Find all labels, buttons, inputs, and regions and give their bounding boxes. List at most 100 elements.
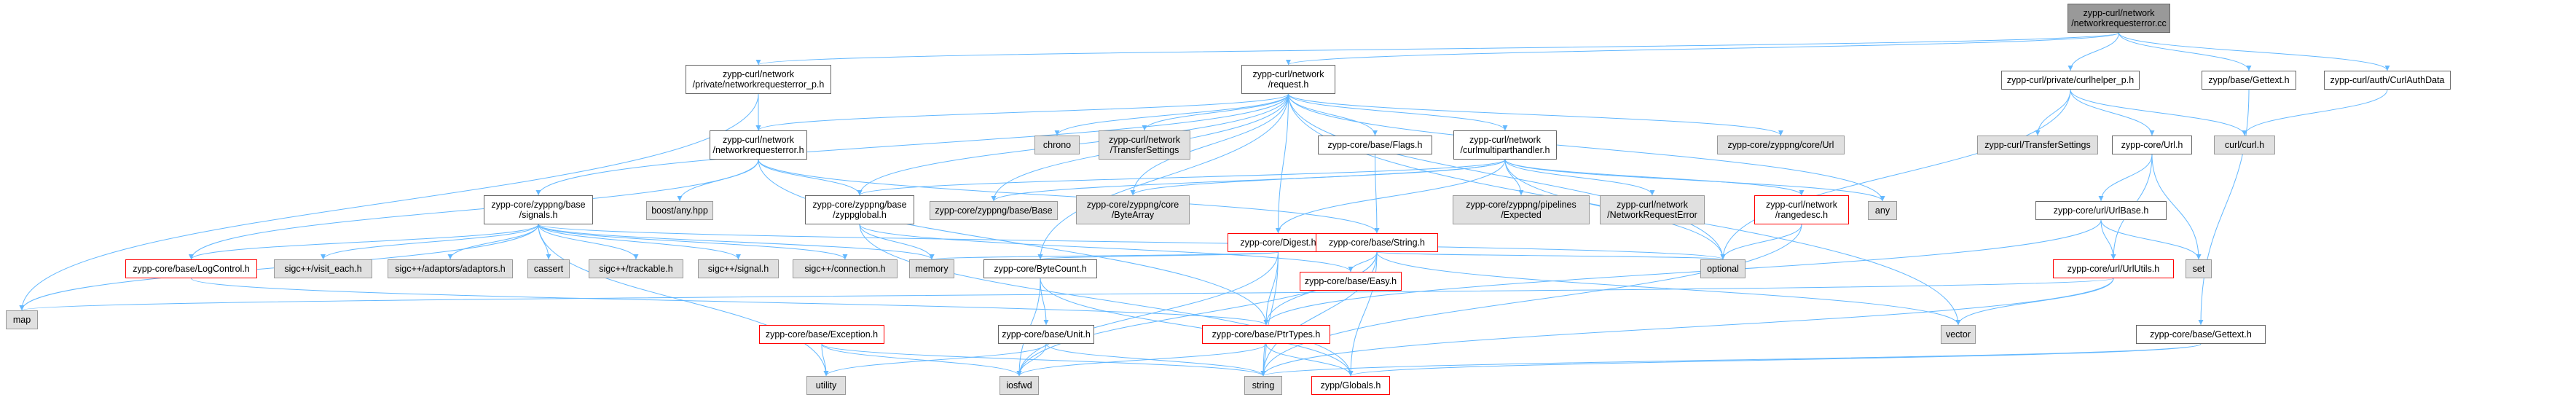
node-rangedesc-h[interactable]: zypp-curl/network /rangedesc.h — [1754, 195, 1849, 224]
node-globals-h[interactable]: zypp/Globals.h — [1311, 376, 1390, 395]
node-transfersettings[interactable]: zypp-curl/TransferSettings — [1977, 136, 2098, 154]
include-edge — [2118, 32, 2252, 71]
include-edge — [1130, 159, 1506, 196]
include-edge — [758, 159, 863, 196]
include-edge — [1130, 93, 1289, 196]
node-gettext-top[interactable]: zypp/base/Gettext.h — [2202, 71, 2296, 90]
include-edge — [321, 224, 539, 260]
node-url-h[interactable]: zypp-core/Url.h — [2112, 136, 2192, 154]
node-gettext-bottom[interactable]: zypp-core/base/Gettext.h — [2136, 325, 2266, 344]
include-edge — [1504, 159, 1655, 196]
node-vector[interactable]: vector — [1941, 325, 1976, 344]
node-map[interactable]: map — [6, 310, 38, 329]
include-edge — [538, 224, 848, 260]
node-bytearray[interactable]: zypp-core/zyppng/core /ByteArray — [1076, 195, 1190, 224]
node-flags-h[interactable]: zypp-core/base/Flags.h — [1318, 136, 1432, 154]
include-edge — [1016, 343, 1267, 377]
node-cassert[interactable]: cassert — [527, 259, 570, 278]
include-edge — [1286, 32, 2119, 66]
node-utility[interactable]: utility — [806, 376, 846, 395]
node-set[interactable]: set — [2186, 259, 2212, 278]
node-request-h[interactable]: zypp-curl/network /request.h — [1241, 65, 1335, 94]
include-edge — [2070, 89, 2247, 136]
include-edge — [2151, 154, 2202, 260]
include-edge — [859, 224, 1354, 272]
node-iosfwd[interactable]: iosfwd — [1000, 376, 1039, 395]
include-edge — [1037, 93, 1289, 260]
include-edge — [535, 93, 1289, 196]
node-exception-h[interactable]: zypp-core/base/Exception.h — [759, 325, 884, 344]
node-easy-h[interactable]: zypp-core/base/Easy.h — [1300, 272, 1402, 291]
include-edge — [1045, 343, 1266, 377]
node-optional[interactable]: optional — [1700, 259, 1746, 278]
node-networkrequesterror-class[interactable]: zypp-curl/network /NetworkRequestError — [1600, 195, 1705, 224]
include-edge — [2070, 89, 2155, 136]
node-logcontrol-h[interactable]: zypp-core/base/LogControl.h — [125, 259, 257, 278]
node-ptrtypes-h[interactable]: zypp-core/base/PtrTypes.h — [1202, 325, 1330, 344]
node-string-h[interactable]: zypp-core/base/String.h — [1316, 233, 1438, 252]
node-sigc-adaptors[interactable]: sigc++/adaptors/adaptors.h — [388, 259, 513, 278]
include-edge — [1348, 343, 2202, 377]
include-edge — [758, 159, 1269, 326]
node-sigc-connection[interactable]: sigc++/connection.h — [793, 259, 898, 278]
node-urlutils-h[interactable]: zypp-core/url/UrlUtils.h — [2053, 259, 2174, 278]
node-bytecount-h[interactable]: zypp-core/ByteCount.h — [983, 259, 1097, 278]
include-edge — [859, 224, 1354, 377]
include-edge — [1288, 93, 1378, 136]
node-memory[interactable]: memory — [909, 259, 954, 278]
node-root-networkrequesterror-cc[interactable]: zypp-curl/network /networkrequesterror.c… — [2068, 4, 2170, 33]
include-edge — [756, 32, 2119, 66]
node-signals-h[interactable]: zypp-core/zyppng/base /signals.h — [484, 195, 593, 224]
include-edge — [859, 224, 935, 260]
node-pipelines-expected[interactable]: zypp-core/zyppng/pipelines /Expected — [1453, 195, 1590, 224]
include-edge — [447, 224, 539, 260]
include-edge — [20, 278, 2114, 311]
node-any[interactable]: any — [1868, 201, 1897, 220]
include-edge — [1260, 224, 1802, 377]
node-curlhelper-p-h[interactable]: zypp-curl/private/curlhelper_p.h — [2001, 71, 2140, 90]
include-edge — [2098, 154, 2153, 202]
include-edge — [538, 224, 935, 260]
include-edge — [1276, 93, 1289, 234]
include-edge — [189, 224, 539, 260]
node-networkrequesterror-p-h[interactable]: zypp-curl/network /private/networkreques… — [686, 65, 831, 94]
node-std-string[interactable]: string — [1244, 376, 1282, 395]
node-curlmultiparthandler-h[interactable]: zypp-curl/network /curlmultiparthandler.… — [1453, 130, 1557, 160]
node-zyppng-base[interactable]: zypp-core/zyppng/base/Base — [930, 201, 1058, 220]
include-edge — [2198, 89, 2250, 326]
include-edge — [1276, 159, 1506, 234]
include-edge — [189, 159, 759, 260]
node-digest-h[interactable]: zypp-core/Digest.h — [1228, 233, 1329, 252]
node-curl-h[interactable]: curl/curl.h — [2214, 136, 2275, 154]
include-edge — [821, 343, 1022, 377]
node-boost-any[interactable]: boost/any.hpp — [646, 201, 713, 220]
include-edge — [758, 159, 1380, 234]
include-edge — [1040, 278, 1354, 377]
node-sigc-trackable[interactable]: sigc++/trackable.h — [589, 259, 683, 278]
include-edge — [2100, 219, 2202, 260]
include-edge — [2118, 32, 2390, 71]
node-sigc-signal[interactable]: sigc++/signal.h — [698, 259, 779, 278]
include-edge — [191, 278, 1269, 326]
include-edge — [538, 224, 741, 260]
node-core-url[interactable]: zypp-core/zyppng/core/Url — [1717, 136, 1845, 154]
node-sigc-visit-each[interactable]: sigc++/visit_each.h — [274, 259, 372, 278]
include-edge — [1142, 93, 1289, 131]
node-transfersettings-network[interactable]: zypp-curl/network /TransferSettings — [1099, 130, 1190, 160]
node-zyppglobal-h[interactable]: zypp-core/zyppng/base /zyppglobal.h — [805, 195, 914, 224]
include-edge — [1260, 251, 1279, 377]
node-unit-h[interactable]: zypp-core/base/Unit.h — [998, 325, 1094, 344]
include-edge — [1288, 93, 1885, 202]
node-urlbase-h[interactable]: zypp-core/url/UrlBase.h — [2035, 201, 2167, 220]
include-edge — [755, 93, 1289, 131]
include-edge — [538, 224, 1726, 260]
include-edge — [1265, 343, 1354, 377]
node-curlauthdata[interactable]: zypp-curl/auth/CurlAuthData — [2324, 71, 2451, 90]
node-chrono[interactable]: chrono — [1034, 136, 1080, 154]
include-edge — [2068, 32, 2119, 71]
include-edge — [2100, 219, 2116, 260]
include-edge — [1263, 251, 1279, 326]
include-edge — [538, 224, 829, 377]
node-networkrequesterror-h[interactable]: zypp-curl/network /networkrequesterror.h — [710, 130, 807, 160]
